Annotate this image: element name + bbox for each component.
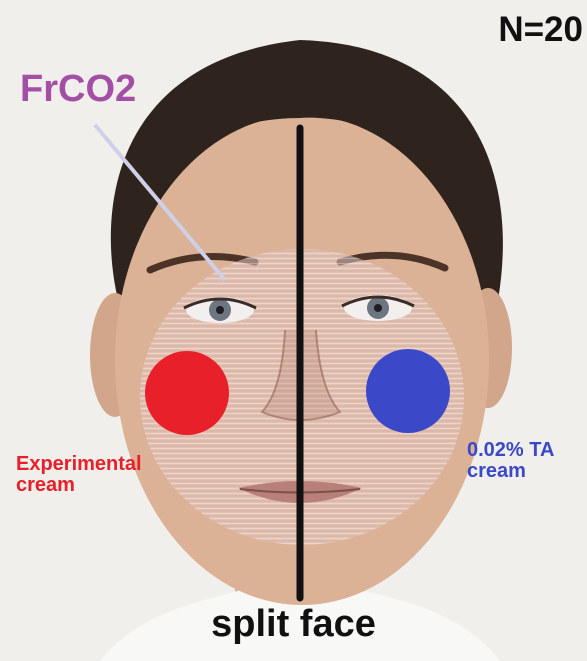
experimental-cream-label-line2: cream xyxy=(16,475,142,496)
split-face-label: split face xyxy=(0,605,587,645)
control-cream-dot xyxy=(366,349,450,433)
control-cream-label: 0.02% TA cream xyxy=(467,440,554,482)
laser-treatment-label: FrCO2 xyxy=(20,70,136,110)
control-cream-label-line2: cream xyxy=(467,461,554,482)
sample-size-label: N=20 xyxy=(498,12,583,49)
experimental-cream-dot xyxy=(145,351,229,435)
control-cream-label-line1: 0.02% TA xyxy=(467,440,554,461)
experimental-cream-label-line1: Experimental xyxy=(16,454,142,475)
experimental-cream-label: Experimental cream xyxy=(16,454,142,496)
